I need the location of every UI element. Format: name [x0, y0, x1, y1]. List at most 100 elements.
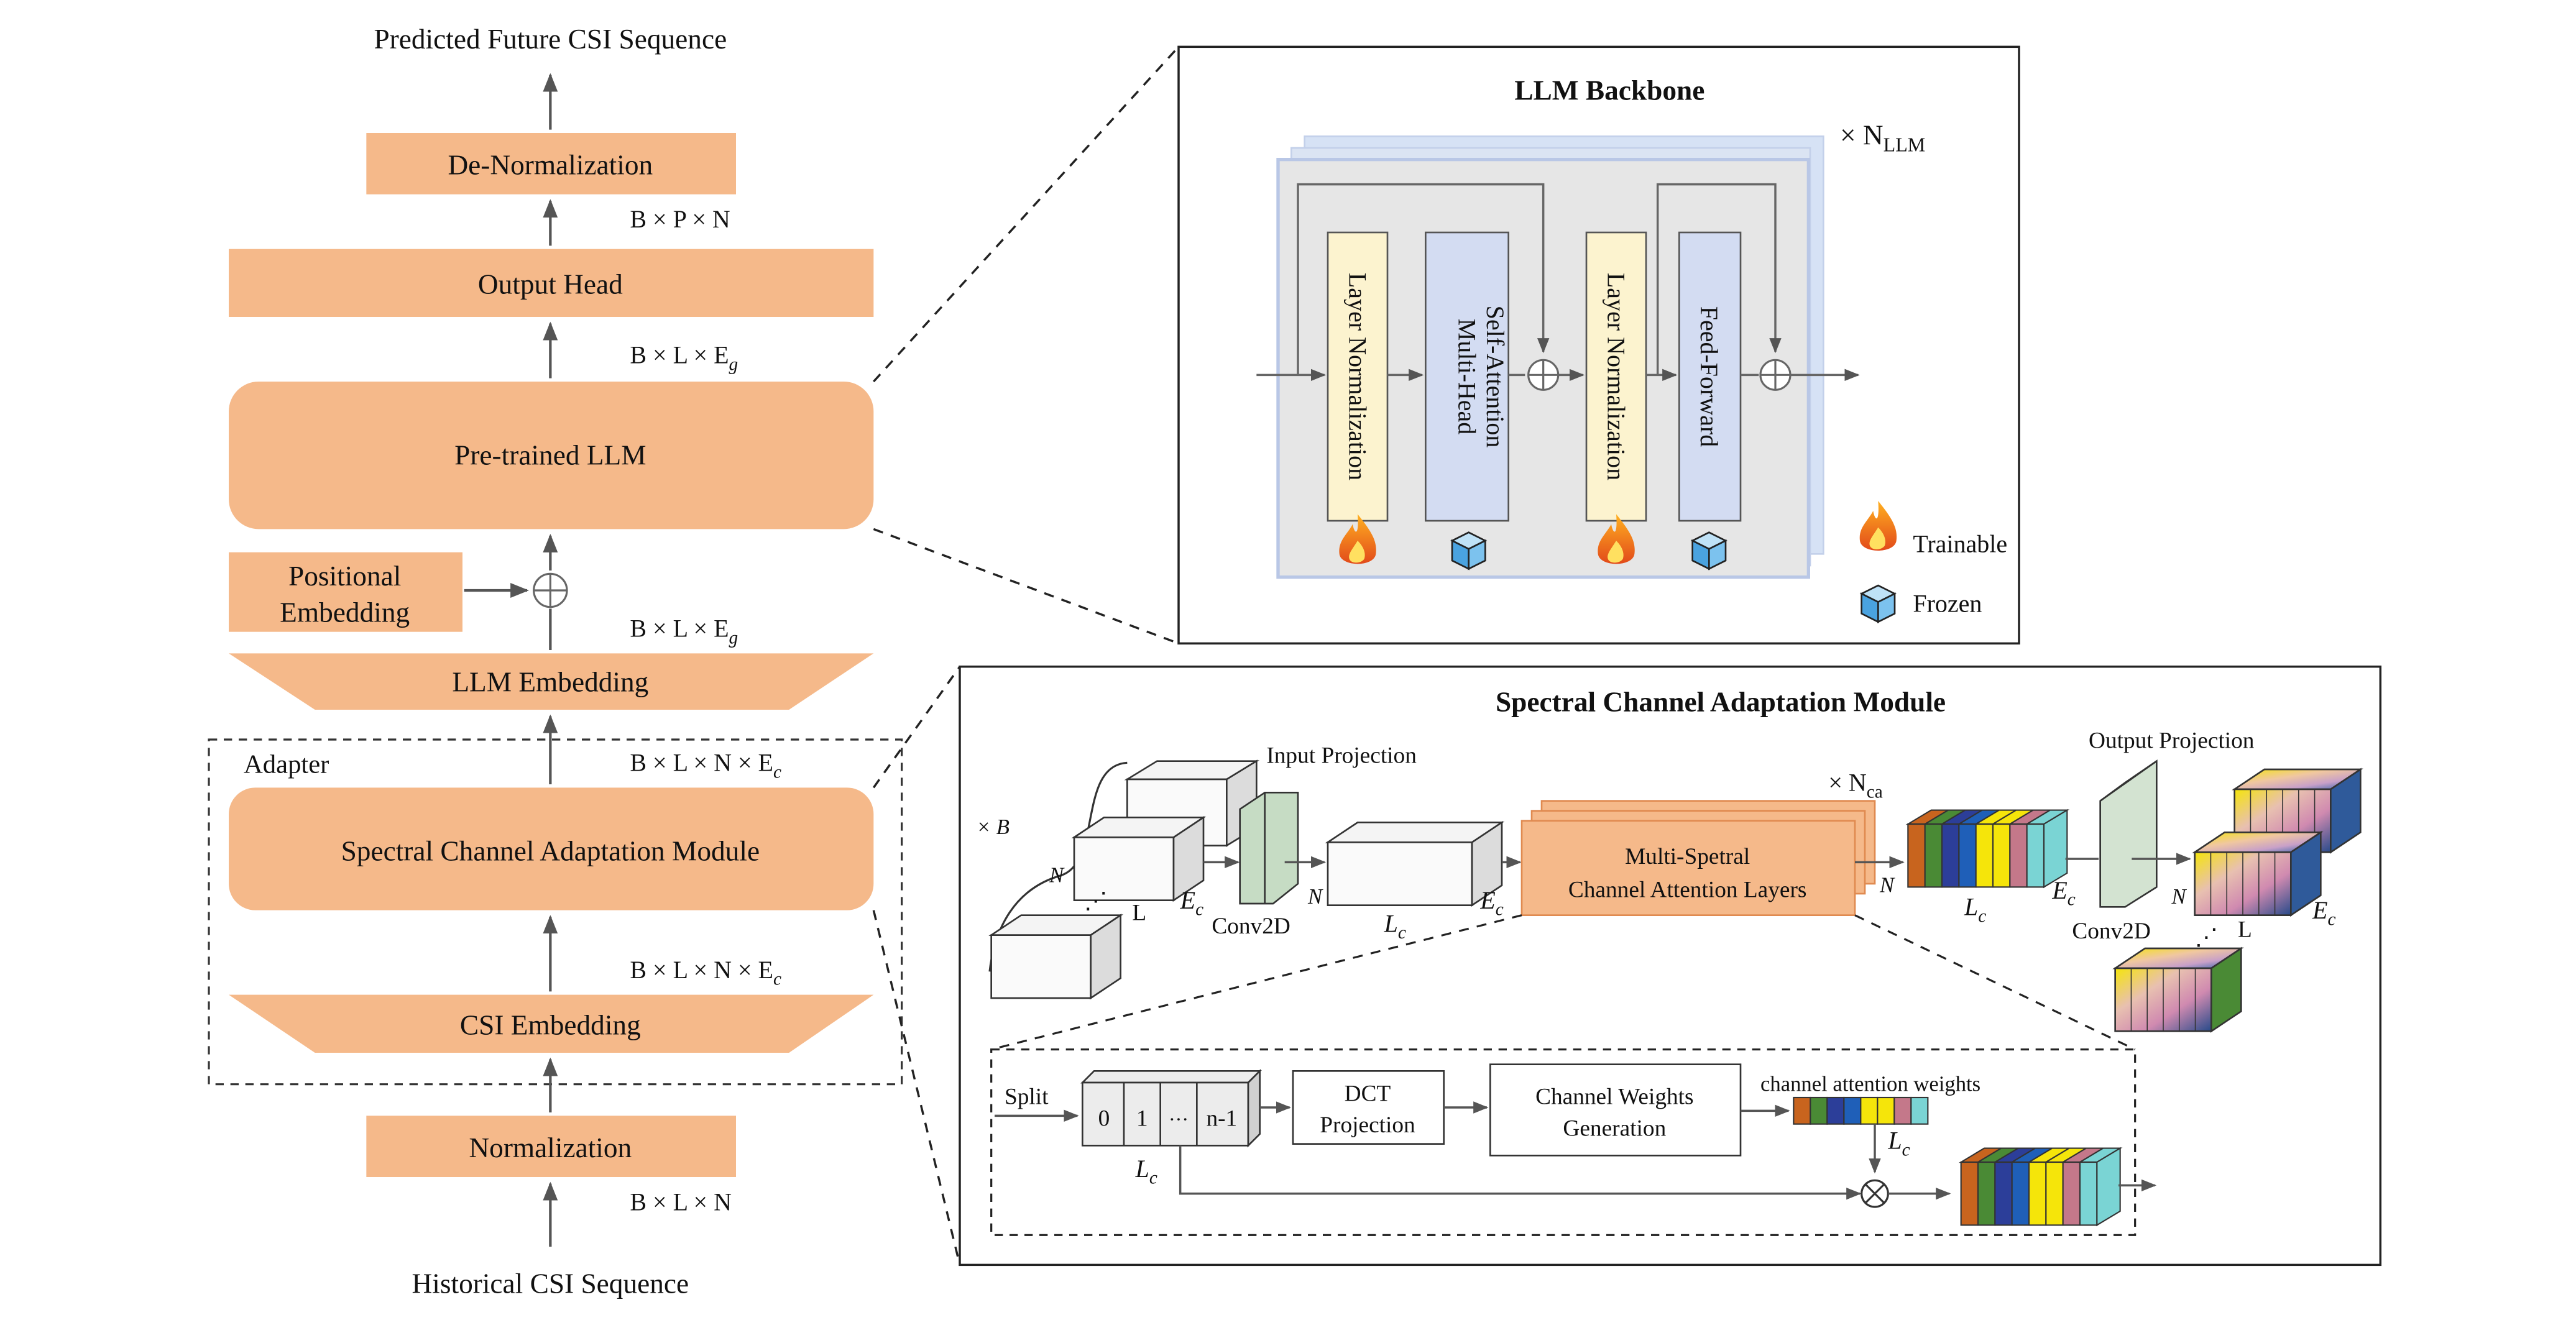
layer-norm-1-label: Layer Normalization	[1344, 273, 1372, 480]
stripe	[2011, 1161, 2030, 1226]
flame-icon	[1598, 514, 1635, 564]
weight-cell	[1826, 1096, 1845, 1125]
input-tensor-front	[988, 914, 1124, 1000]
msca-label-2: Channel Attention Layers	[1568, 877, 1807, 902]
weight-cell	[1793, 1096, 1811, 1125]
stripe	[2079, 1161, 2098, 1226]
input-projection-label: Input Projection	[1266, 743, 1417, 768]
pretrained-llm-block	[229, 382, 874, 529]
layer-norm-2-label: Layer Normalization	[1603, 273, 1631, 480]
scam-panel-title: Spectral Channel Adaptation Module	[1496, 687, 1946, 718]
projected-tensor	[1325, 820, 1505, 907]
conv2d-left	[1239, 792, 1299, 905]
csi-embedding-label: CSI Embedding	[460, 1010, 641, 1041]
backbone-repeat: × NLLM	[1840, 120, 1925, 156]
cube-icon	[1690, 531, 1727, 571]
weight-cell	[1877, 1096, 1895, 1125]
csi-embedding-block	[229, 994, 874, 1053]
input-N-label: N	[1049, 863, 1065, 887]
dim-bleg-top: B × L × Eg	[630, 341, 738, 375]
output-tensor-mid	[2192, 830, 2324, 917]
cell-1: 1	[1136, 1106, 1148, 1131]
input-L-label: L	[1132, 901, 1146, 926]
out-L-label: L	[2238, 917, 2252, 942]
dots: ⋰	[2195, 925, 2218, 951]
adapter-box	[208, 738, 903, 1086]
cube-icon	[1859, 584, 1897, 623]
stripe	[1975, 823, 1994, 888]
cube-icon	[1450, 531, 1488, 571]
output-sequence-label: Predicted Future CSI Sequence	[374, 24, 727, 55]
caw-label: channel attention weights	[1760, 1072, 1980, 1096]
msca-repeat: × Nca	[1828, 769, 1883, 802]
split-Lc-label: Lc	[1135, 1155, 1157, 1188]
input-sequence-label: Historical CSI Sequence	[412, 1268, 689, 1299]
scam-block	[229, 787, 874, 910]
proj-N-label: N	[1307, 885, 1323, 909]
flame-icon	[1859, 501, 1897, 551]
channel-attention-weights-bar	[1793, 1096, 1929, 1125]
weight-cell	[1910, 1096, 1929, 1125]
layer-norm-1	[1327, 231, 1389, 522]
llm-embedding-label: LLM Embedding	[452, 667, 648, 698]
scam-panel: Spectral Channel Adaptation Module × B N…	[959, 665, 2382, 1267]
dim-bpn: B × P × N	[630, 205, 730, 233]
scam-label: Spectral Channel Adaptation Module	[341, 836, 760, 867]
stripe	[1924, 823, 1943, 888]
split-cells	[1080, 1069, 1262, 1148]
output-tensor-front	[2112, 946, 2244, 1033]
output-head-label: Output Head	[478, 269, 623, 300]
out-Ec-label: Ec	[2312, 896, 2335, 930]
output-projection-label: Output Projection	[2089, 728, 2255, 753]
cwg-label-2: Generation	[1563, 1116, 1666, 1141]
msca-detail-box	[990, 1048, 2137, 1236]
dots: ⋰	[1084, 889, 1107, 914]
left-flow: Predicted Future CSI Sequence De-Normali…	[208, 24, 903, 1299]
weight-cell	[1860, 1096, 1879, 1125]
mhsa-block	[1425, 231, 1509, 522]
stripe	[1907, 823, 1926, 888]
normalization-label: Normalization	[469, 1132, 632, 1163]
caw-Lc-label: Lc	[1887, 1127, 1910, 1160]
legend-frozen: Frozen	[1913, 590, 1982, 618]
stripe-side	[2043, 809, 2068, 889]
weight-cell	[1810, 1096, 1828, 1125]
proj-Lc-label: Lc	[1384, 909, 1406, 943]
stripe	[2045, 1161, 2064, 1226]
msca-layer-front	[1520, 820, 1856, 916]
stripe-side	[2096, 1147, 2121, 1227]
cwg-label-1: Channel Weights	[1535, 1084, 1693, 1110]
dct-projection-block	[1292, 1070, 1445, 1145]
cell-n-1: n-1	[1206, 1106, 1237, 1131]
proj-Ec-label: Ec	[1479, 886, 1503, 920]
channel-stripe-tensor	[1905, 809, 2070, 889]
mhsa-label-2: Self-Attention	[1481, 306, 1509, 448]
output-head-block	[229, 249, 874, 317]
adapter-label: Adapter	[244, 749, 329, 779]
backbone-title: LLM Backbone	[1514, 75, 1704, 106]
weight-cell	[1843, 1096, 1862, 1125]
stripe	[1960, 1161, 1979, 1226]
mhsa-label-1: Multi-Head	[1453, 319, 1481, 435]
stripe	[2009, 823, 2028, 888]
llm-backbone-panel: LLM Backbone × NLLM Layer Normalization …	[1177, 45, 2020, 645]
positional-embedding-block	[229, 552, 462, 632]
msca-label-1: Multi-Spetral	[1625, 844, 1750, 869]
feed-forward-block	[1678, 231, 1742, 522]
stripe	[1958, 823, 1977, 888]
dim-blnec-bottom: B × L × N × Ec	[630, 956, 781, 989]
pretrained-llm-label: Pre-trained LLM	[454, 439, 646, 470]
out-N-label: N	[2171, 885, 2187, 909]
feed-forward-label: Feed-Forward	[1695, 306, 1723, 447]
conv2d-left-label: Conv2D	[1212, 914, 1290, 939]
dim-blnec-top: B × L × N × Ec	[630, 749, 781, 782]
positional-label-1: Positional	[288, 561, 401, 592]
stripe	[1992, 823, 2011, 888]
msca-Lc-label: Lc	[1964, 893, 1986, 927]
dim-bleg-bottom: B × L × Eg	[630, 615, 738, 648]
llm-embedding-block	[229, 653, 874, 710]
flame-icon	[1339, 514, 1376, 564]
dct-label-1: DCT	[1345, 1081, 1391, 1106]
